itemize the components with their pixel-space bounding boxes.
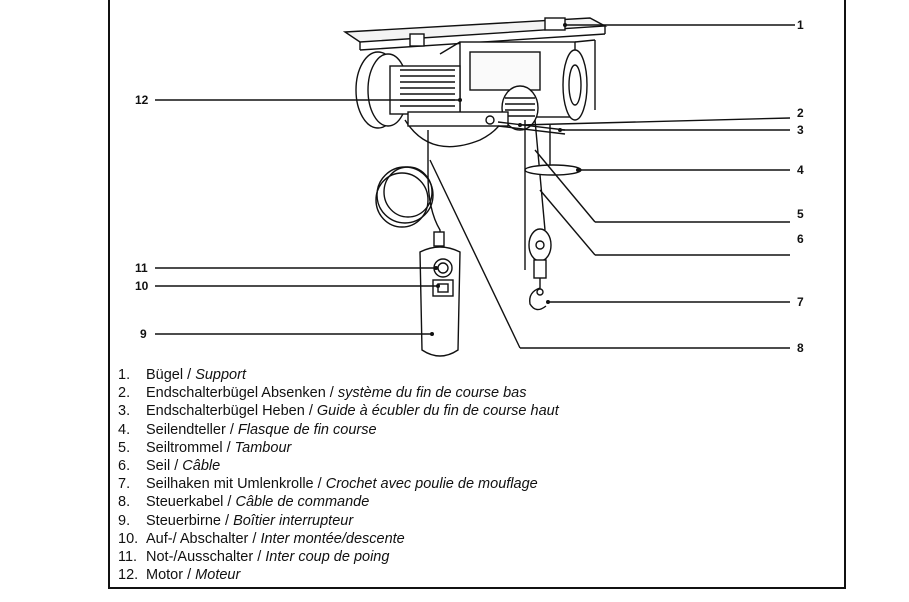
legend-number: 4. — [118, 421, 131, 438]
legend-french: Crochet avec poulie de mouflage — [325, 476, 538, 493]
legend-german: Bügel — [146, 367, 184, 383]
legend-item: 8. Steuerkabel / Câble de commande — [118, 493, 559, 511]
legend-french: Moteur — [195, 567, 241, 584]
legend-french: Tambour — [234, 439, 292, 456]
legend-number: 11. — [118, 549, 138, 566]
callout-5: 5 — [797, 207, 804, 221]
legend-separator: / — [225, 421, 238, 438]
drum-part — [407, 85, 539, 131]
legend-number: 3. — [118, 403, 131, 420]
legend-german: Steuerkabel — [146, 494, 224, 511]
callout-8: 8 — [797, 341, 804, 355]
legend-item: 4. Seilendteller / Flasque de fin course — [118, 421, 559, 439]
legend-separator: / — [325, 385, 338, 402]
legend-number: 9. — [118, 512, 131, 529]
legend-separator: / — [170, 458, 183, 475]
callout-1: 1 — [797, 18, 804, 32]
legend-item: 3. Endschalterbügel Heben / Guide à écubl… — [118, 402, 559, 420]
callout-3: 3 — [797, 123, 804, 137]
legend-german: Seilhaken mit Umlenkrolle — [146, 476, 314, 493]
legend-item: 10. Auf-/ Abschalter / Inter montée/desce… — [118, 530, 559, 548]
callout-4: 4 — [797, 163, 804, 177]
legend-french: Câble — [182, 458, 221, 475]
legend-separator: / — [183, 367, 196, 383]
legend-number: 8. — [118, 494, 131, 511]
legend-french: système du fin de course bas — [337, 385, 527, 402]
legend-number: 7. — [118, 476, 131, 493]
legend-separator: / — [313, 476, 326, 493]
legend-number: 12. — [118, 567, 139, 584]
motor-part — [355, 51, 507, 148]
hook-block-part — [528, 228, 552, 311]
legend-item: 7. Seilhaken mit Umlenkrolle / Crochet av… — [118, 475, 559, 493]
legend-separator: / — [304, 403, 317, 420]
legend-number: 5. — [118, 439, 131, 456]
legend-french: Guide à écubler du fin de course haut — [316, 403, 559, 420]
legend-separator: / — [223, 494, 236, 511]
legend-item: 12. Motor / Moteur — [118, 566, 559, 584]
callout-2: 2 — [797, 106, 804, 120]
control-cable-part — [375, 130, 441, 250]
legend-french: Câble de commande — [235, 494, 370, 511]
legend-separator: / — [183, 567, 196, 584]
callout-11: 11 — [135, 261, 148, 275]
legend-german: Endschalterbügel Heben — [146, 403, 305, 420]
legend-german: Auf-/ Abschalter — [146, 530, 249, 547]
callout-9: 9 — [140, 327, 147, 341]
callout-10: 10 — [135, 279, 149, 293]
legend-german: Not-/Ausschalter — [146, 549, 254, 566]
legend-item: 1. Bügel / Support — [118, 366, 559, 384]
legend-german: Motor — [146, 567, 184, 584]
legend-french: Flasque de fin course — [237, 421, 377, 438]
legend-number: 6. — [118, 458, 131, 475]
legend-item: 9. Steuerbirne / Boîtier interrupteur — [118, 512, 559, 530]
legend-french: Inter coup de poing — [265, 549, 390, 566]
legend-item: 5. Seiltrommel / Tambour — [118, 439, 559, 457]
legend-item: 6. Seil / Câble — [118, 457, 559, 475]
legend-number: 2. — [118, 385, 131, 402]
legend-german: Seilendteller — [146, 421, 226, 438]
legend-separator: / — [253, 549, 266, 566]
legend-number: 10. — [118, 530, 139, 547]
legend-number: 1. — [118, 367, 131, 383]
legend-separator: / — [220, 512, 234, 529]
callout-12: 12 — [135, 93, 149, 107]
legend-separator: / — [222, 439, 235, 456]
legend-german: Seiltrommel — [146, 439, 223, 456]
legend-separator: / — [248, 530, 261, 547]
legend-french: Support — [195, 367, 246, 383]
pendant-part — [419, 231, 461, 357]
parts-legend: 1. Bügel / Support 2. Endschalterbügel Abs… — [118, 366, 559, 584]
legend-french: Boîtier interrupteur — [233, 512, 354, 529]
legend-german: Steuerbirne — [146, 512, 221, 529]
page-frame — [108, 0, 846, 589]
callout-7: 7 — [797, 295, 804, 309]
legend-german: Seil — [146, 458, 171, 475]
legend-french: Inter montée/descente — [260, 530, 405, 547]
legend-item: 2. Endschalterbügel Absenken / système du… — [118, 384, 559, 402]
callout-6: 6 — [797, 232, 804, 246]
legend-item: 11. Not-/Ausschalter / Inter coup de poin… — [118, 548, 559, 566]
legend-german: Endschalterbügel Absenken — [146, 385, 326, 402]
